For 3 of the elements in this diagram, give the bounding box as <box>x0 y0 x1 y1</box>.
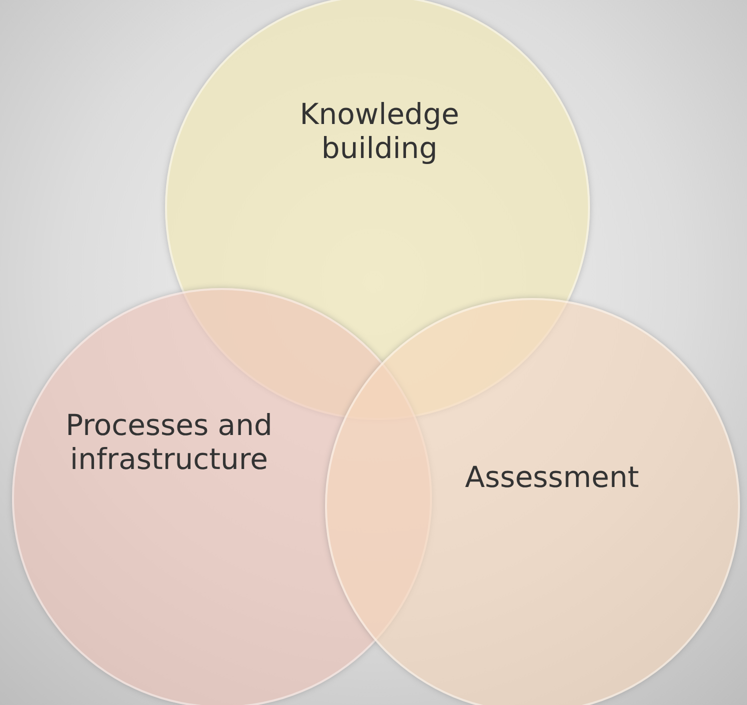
circle-label: Processes and infrastructure <box>64 408 274 476</box>
circle-label: Knowledge building <box>298 97 460 165</box>
circle-label: Assessment <box>464 460 640 494</box>
